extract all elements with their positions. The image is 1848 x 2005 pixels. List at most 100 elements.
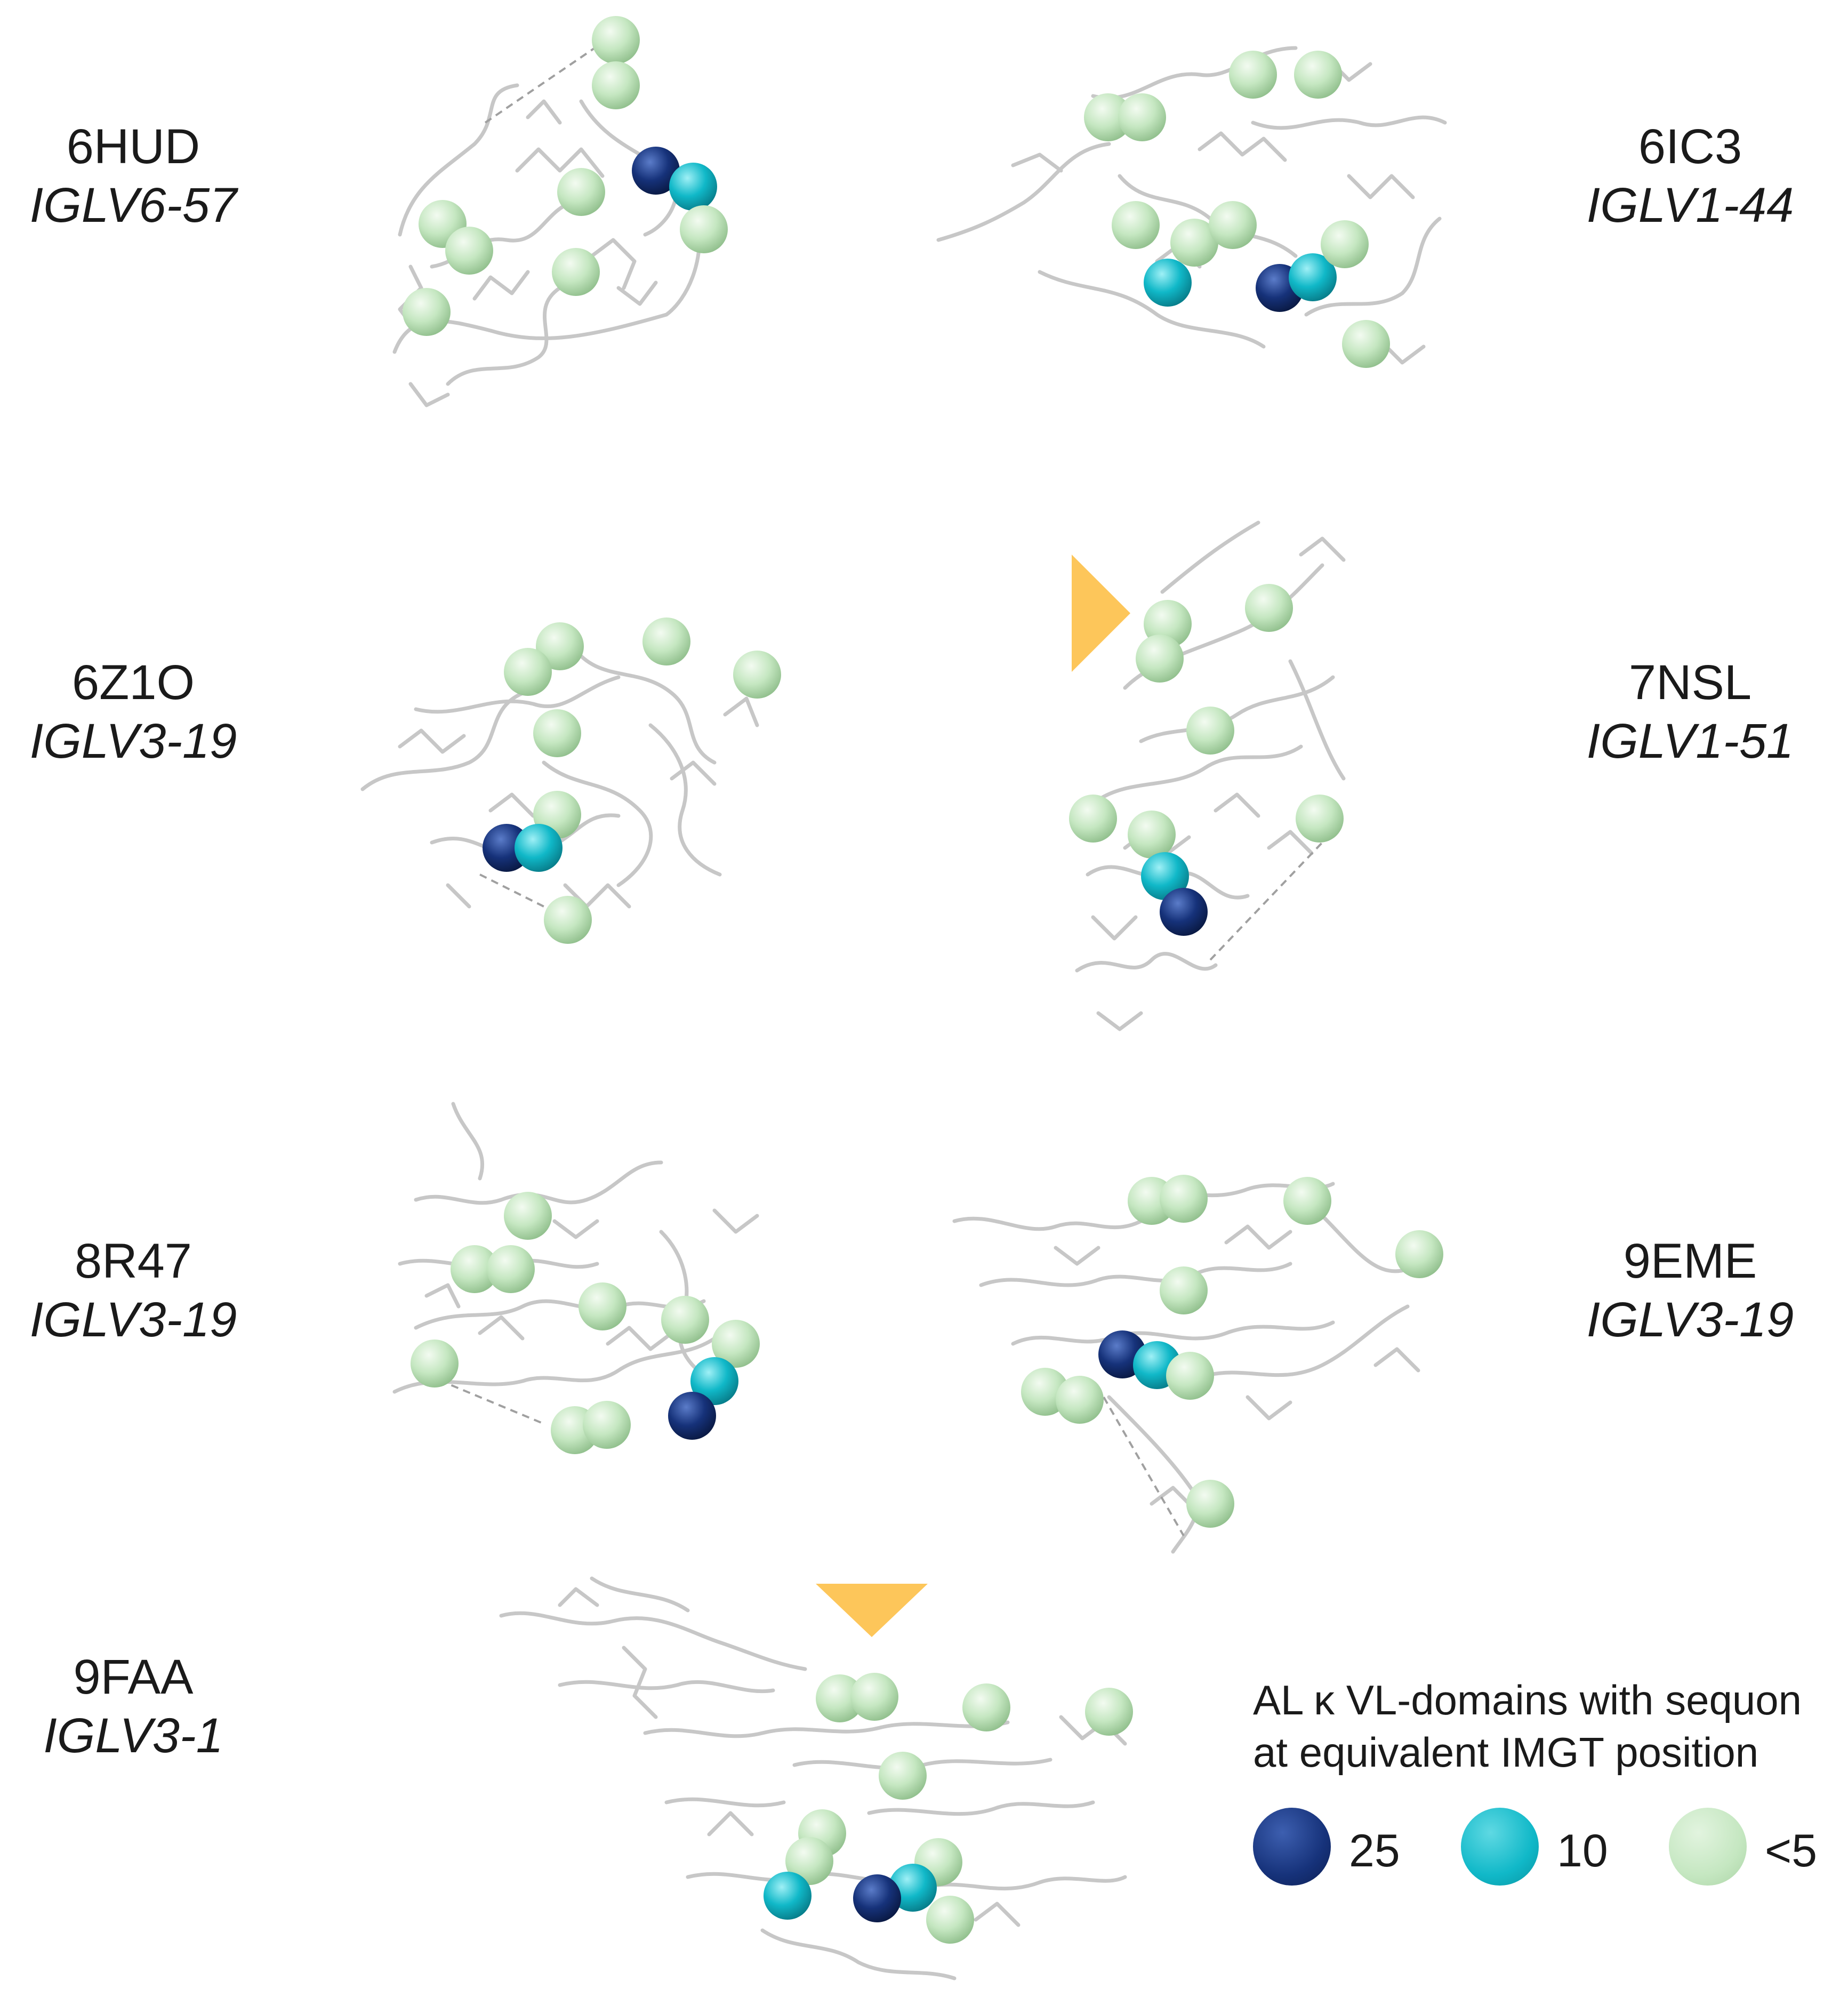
marker-arrow-7nsl: [1072, 555, 1130, 672]
sphere-high: [1160, 888, 1208, 936]
dashed-link: [1103, 1397, 1185, 1536]
sphere-low: [592, 16, 640, 64]
pdb-code: 9EME: [1623, 1234, 1757, 1288]
label-9faa: 9FAA IGLV3-1: [0, 1648, 272, 1766]
legend-label: 25: [1349, 1825, 1400, 1876]
gene-name: IGLV3-19: [1586, 1293, 1794, 1348]
sphere-low: [544, 896, 592, 944]
gene-name: IGLV3-1: [43, 1709, 223, 1763]
structure-9eme-render: [952, 1175, 1443, 1554]
label-6hud: 6HUD IGLV6-57: [0, 117, 272, 235]
sphere-mid: [690, 1357, 738, 1405]
structure-6hud-render: [392, 16, 728, 407]
label-7nsl: 7NSL IGLV1-51: [1552, 653, 1829, 771]
sphere-low: [1160, 1175, 1208, 1223]
glycosylation-spheres: [764, 1673, 1133, 1944]
sphere-low: [785, 1837, 833, 1885]
marker-arrow-9faa: [816, 1584, 928, 1637]
sphere-mid: [1289, 253, 1337, 301]
sphere-low: [1136, 635, 1184, 683]
sphere-low: [583, 1401, 631, 1449]
sphere-low: [879, 1752, 927, 1800]
sphere-low: [962, 1683, 1010, 1731]
sphere-low: [1186, 1480, 1234, 1528]
structure-6ic3: [933, 16, 1466, 379]
sphere-low: [403, 288, 451, 336]
glycosylation-spheres: [411, 1192, 760, 1454]
structure-6z1o-render: [360, 617, 781, 944]
sphere-low: [1245, 584, 1293, 632]
sphere-low: [536, 622, 584, 670]
structure-8r47: [384, 1093, 778, 1477]
sphere-mid: [669, 163, 717, 211]
legend-items: 25 10 <5: [1253, 1808, 1839, 1893]
legend-dot-mid: [1461, 1808, 1539, 1886]
backbone-sticks: [936, 46, 1447, 365]
sphere-low: [1128, 811, 1176, 859]
sphere-low: [1229, 51, 1277, 99]
structure-6ic3-render: [936, 46, 1447, 368]
sphere-low: [1166, 1352, 1214, 1400]
pdb-code: 6Z1O: [71, 655, 195, 710]
sphere-low: [661, 1296, 709, 1344]
sphere-mid: [764, 1872, 811, 1920]
sphere-high: [668, 1392, 716, 1440]
dashed-link: [1209, 841, 1323, 961]
sphere-low: [504, 1192, 552, 1240]
sphere-low: [712, 1320, 760, 1368]
gene-name: IGLV3-19: [29, 1293, 237, 1348]
sphere-low: [642, 617, 690, 665]
glycosylation-spheres: [483, 617, 781, 944]
sphere-low: [1112, 201, 1160, 249]
structure-7nsl-render: [1069, 520, 1346, 1031]
legend-title-line2: at equivalent IMGT position: [1253, 1728, 1759, 1776]
legend-label: <5: [1765, 1825, 1818, 1876]
sphere-low: [533, 709, 581, 757]
sphere-low: [1186, 707, 1234, 755]
pdb-code: 6IC3: [1638, 119, 1742, 174]
legend-dot-low: [1669, 1808, 1747, 1886]
sphere-low: [1085, 1688, 1133, 1736]
pdb-code: 9FAA: [73, 1650, 194, 1704]
sphere-low: [1170, 219, 1218, 267]
gene-name: IGLV6-57: [29, 178, 237, 233]
backbone-sticks: [499, 1576, 1127, 1980]
sphere-high: [853, 1874, 901, 1922]
sphere-low: [1395, 1230, 1443, 1278]
structure-6hud: [368, 11, 741, 416]
sphere-low: [1069, 795, 1117, 843]
sphere-low: [1056, 1376, 1104, 1424]
sphere-low: [1283, 1177, 1331, 1225]
sphere-low: [850, 1673, 898, 1721]
backbone-sticks: [952, 1182, 1420, 1554]
label-6ic3: 6IC3 IGLV1-44: [1552, 117, 1829, 235]
sphere-low: [1209, 201, 1257, 249]
backbone-sticks: [360, 648, 759, 909]
glycosylation-spheres: [1021, 1175, 1443, 1528]
sphere-low: [1296, 795, 1344, 843]
pdb-code: 7NSL: [1628, 655, 1752, 710]
structure-9eme: [949, 1162, 1450, 1557]
sphere-low: [445, 227, 493, 275]
sphere-low: [552, 248, 600, 296]
sphere-low: [733, 651, 781, 699]
sphere-low: [504, 648, 552, 696]
structure-9faa-render: [499, 1576, 1133, 1980]
sphere-low: [1294, 51, 1342, 99]
sphere-low: [487, 1245, 535, 1293]
sphere-mid: [1144, 259, 1192, 307]
sphere-low: [680, 205, 728, 253]
label-6z1o: 6Z1O IGLV3-19: [0, 653, 272, 771]
right-pointing-triangle-icon: [1072, 555, 1130, 672]
structure-8r47-render: [392, 1102, 760, 1454]
sphere-mid: [1141, 852, 1189, 900]
sphere-low: [1118, 93, 1166, 141]
gene-name: IGLV3-19: [29, 714, 237, 769]
sphere-low: [451, 1245, 499, 1293]
down-pointing-triangle-icon: [816, 1584, 928, 1637]
structure-6z1o: [352, 587, 789, 960]
dashed-link: [415, 1369, 544, 1425]
pdb-code: 6HUD: [66, 119, 200, 174]
sphere-low: [578, 1282, 626, 1330]
backbone-sticks: [392, 83, 702, 407]
